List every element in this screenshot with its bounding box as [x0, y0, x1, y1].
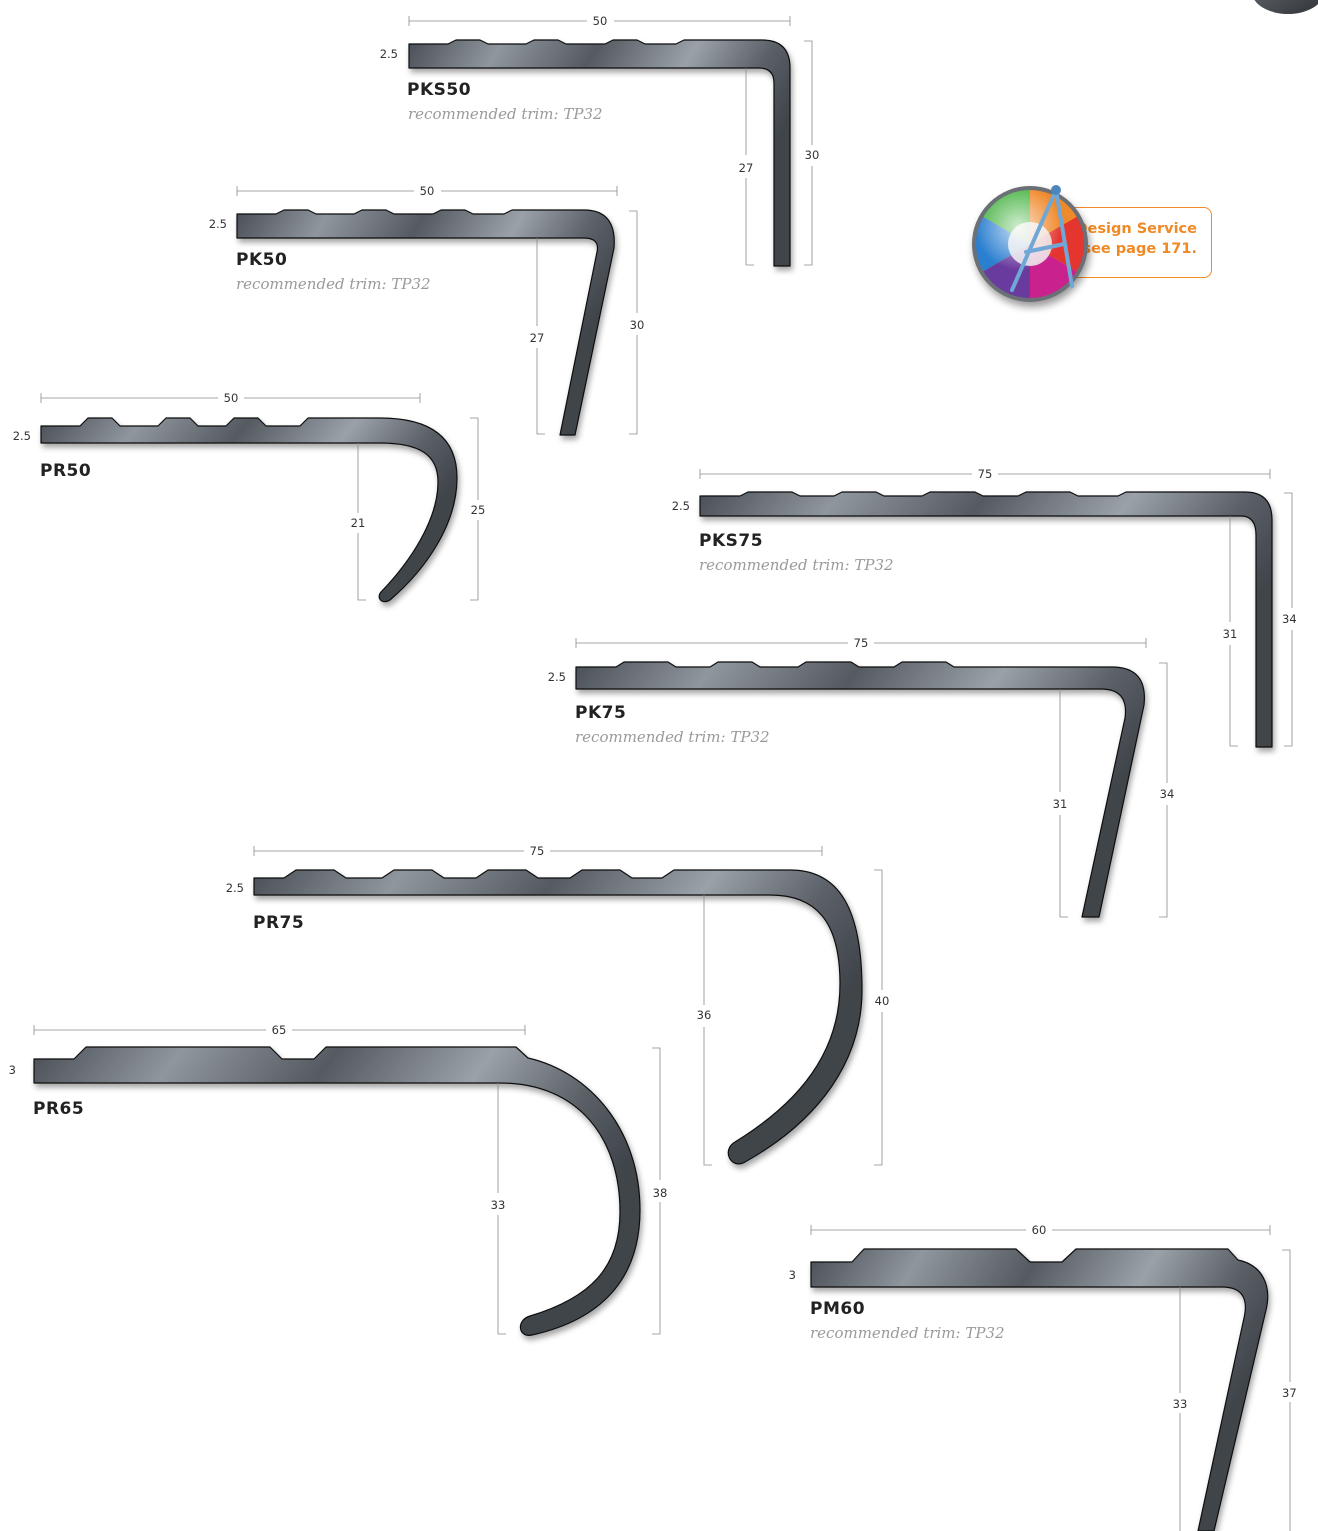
pks75-trim: recommended trim: TP32: [699, 556, 894, 574]
pr50-width-dim: [40, 393, 421, 403]
pks75-width-dim: [699, 469, 1271, 479]
profile-pr50: 50 2.5 21 25 PR50: [13, 391, 486, 603]
pk75-trim: recommended trim: TP32: [575, 728, 770, 746]
pk50-thickness-label: 2.5: [209, 217, 227, 231]
pk75-inner-label: 31: [1053, 797, 1068, 811]
pr50-name: PR50: [40, 461, 91, 481]
pk50-width-dim: [236, 186, 618, 196]
profile-pr65: 65 3 33 38 PR65: [9, 1023, 668, 1336]
pks75-width-label: 75: [978, 467, 993, 481]
pr75-width-label: 75: [530, 844, 545, 858]
pr65-outer-dim: [652, 1047, 661, 1335]
pk50-width-label: 50: [420, 184, 435, 198]
pm60-outer-dim: [1282, 1249, 1291, 1531]
pr65-shape: [33, 1046, 641, 1336]
pm60-inner-label: 33: [1173, 1397, 1188, 1411]
pk50-outer-label: 30: [630, 318, 645, 332]
pks75-inner-label: 31: [1223, 627, 1238, 641]
pk75-shape: [575, 661, 1145, 918]
pr75-thickness-label: 2.5: [226, 881, 244, 895]
pk50-name: PK50: [236, 250, 287, 270]
pks50-width-label: 50: [593, 14, 608, 28]
pr75-inner-label: 36: [697, 1008, 712, 1022]
pks75-inner-dim: [1229, 516, 1238, 747]
pr65-name: PR65: [33, 1099, 84, 1119]
pks75-thickness-label: 2.5: [672, 499, 690, 513]
profile-pks75: 75 2.5 31 34 PKS75 recommended trim: TP3…: [672, 467, 1297, 748]
pk75-thickness-label: 2.5: [548, 670, 566, 684]
pks50-thickness-label: 2.5: [380, 47, 398, 61]
pks50-trim: recommended trim: TP32: [408, 105, 603, 123]
pr50-inner-dim: [357, 443, 366, 601]
pr50-shape: [40, 417, 458, 603]
pks50-outer-dim: [804, 40, 813, 266]
profile-pk50: 50 2.5 27 30 PK50 recommended trim: TP32: [209, 184, 645, 436]
pm60-outer-label: 37: [1282, 1386, 1297, 1400]
pk75-width-dim: [575, 638, 1147, 648]
pks75-outer-dim: [1284, 492, 1293, 747]
profile-pr75: 75 2.5 36 40 PR75: [226, 844, 890, 1166]
pks50-outer-label: 30: [805, 148, 820, 162]
pk50-outer-dim: [629, 210, 638, 435]
profile-pk75: 75 2.5 31 34 PK75 recommended trim: TP32: [548, 636, 1175, 918]
pr75-name: PR75: [253, 913, 304, 933]
pr75-outer-label: 40: [875, 994, 890, 1008]
pr75-width-dim: [253, 846, 823, 856]
pm60-width-dim: [810, 1225, 1271, 1235]
pm60-name: PM60: [810, 1299, 865, 1319]
design-service-page-ref: see page 171.: [1082, 241, 1197, 257]
pm60-shape: [810, 1248, 1269, 1531]
pm60-width-label: 60: [1032, 1223, 1047, 1237]
pk50-shape: [236, 209, 615, 436]
pks50-width-dim: [408, 16, 791, 26]
pr50-thickness-label: 2.5: [13, 429, 31, 443]
design-service-title: Design Service: [1075, 221, 1197, 237]
pr65-inner-label: 33: [491, 1198, 506, 1212]
pk50-trim: recommended trim: TP32: [236, 275, 431, 293]
pk50-inner-dim: [536, 238, 545, 435]
pks75-outer-label: 34: [1282, 612, 1297, 626]
pks50-inner-label: 27: [739, 161, 754, 175]
pr65-inner-dim: [497, 1083, 506, 1335]
pm60-thickness-label: 3: [789, 1268, 796, 1282]
pk75-outer-dim: [1159, 662, 1168, 918]
pks50-name: PKS50: [407, 80, 471, 100]
pks50-shape: [408, 39, 791, 267]
pr75-outer-dim: [874, 869, 883, 1166]
pr50-outer-label: 25: [471, 503, 486, 517]
pr50-outer-dim: [470, 417, 479, 601]
pk75-outer-label: 34: [1160, 787, 1175, 801]
pk75-width-label: 75: [854, 636, 869, 650]
pr50-inner-label: 21: [351, 516, 366, 530]
pr65-thickness-label: 3: [9, 1063, 16, 1077]
pk50-inner-label: 27: [530, 331, 545, 345]
profile-pm60: 60 3 33 37 PM60 recommended trim: TP32: [789, 1223, 1297, 1531]
pks75-name: PKS75: [699, 531, 763, 551]
pr65-outer-label: 38: [653, 1186, 668, 1200]
color-wheel-compass-icon: [972, 185, 1088, 302]
pks75-shape: [699, 491, 1273, 748]
pr75-inner-dim: [703, 895, 712, 1166]
profile-pks50: 50 2.5 27 30 PKS50 recommended trim: TP3…: [380, 14, 820, 267]
pk75-name: PK75: [575, 703, 626, 723]
pk75-inner-dim: [1059, 689, 1068, 918]
pks50-inner-dim: [745, 68, 754, 266]
pm60-trim: recommended trim: TP32: [810, 1324, 1005, 1342]
pr50-width-label: 50: [224, 391, 239, 405]
pr75-shape: [253, 869, 863, 1165]
pr65-width-dim: [33, 1025, 526, 1035]
pr65-width-label: 65: [272, 1023, 287, 1037]
page-corner-tab: [1254, 0, 1318, 14]
